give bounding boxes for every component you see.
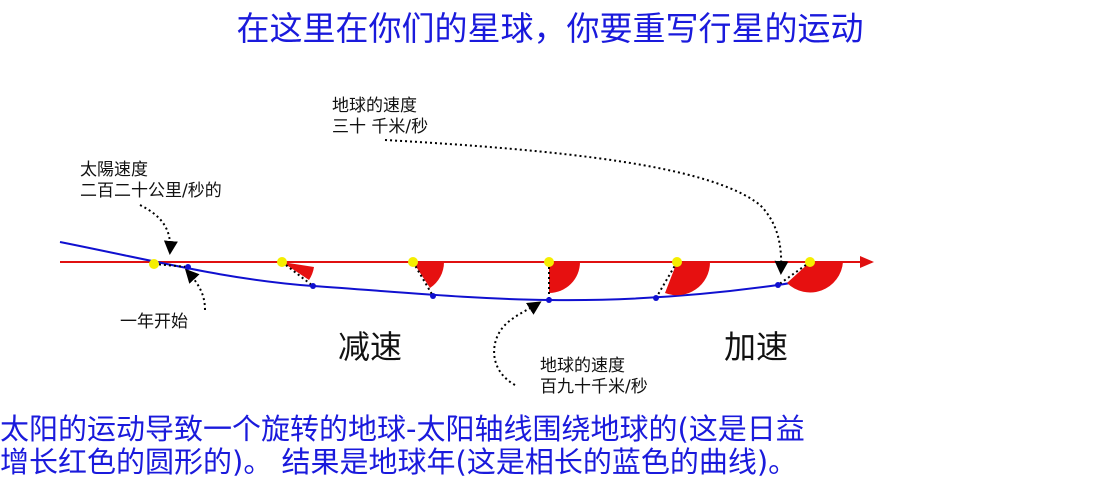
label-sun-speed: 太陽速度 二百二十公里/秒的 <box>80 160 222 201</box>
wedge-4 <box>665 262 711 296</box>
arrow-year-start <box>184 268 206 311</box>
wedge-3 <box>549 262 580 293</box>
sun-2 <box>277 257 287 267</box>
sun-earth-links <box>153 261 811 300</box>
earth-1 <box>185 264 191 270</box>
label-accelerate: 加速 <box>724 328 789 366</box>
page-title: 在这里在你们的星球，你要重写行星的运动 <box>236 9 864 48</box>
label-year-start: 一年开始 <box>120 312 188 332</box>
wedge-5 <box>787 262 843 293</box>
label-decelerate: 减速 <box>338 328 403 366</box>
sun-3 <box>408 257 418 267</box>
arrow-earth-speed-top <box>384 139 789 275</box>
sun-6 <box>805 257 815 267</box>
earth-5 <box>653 295 659 301</box>
label-earth-speed-bottom: 地球的速度 百九十千米/秒 <box>540 356 648 397</box>
earth-4 <box>546 297 552 303</box>
wedge-1 <box>282 262 314 280</box>
earth-3 <box>430 293 436 299</box>
sun-4 <box>544 257 554 267</box>
caption-line-2: 增长红色的圆形的)。 结果是地球年(这是相长的蓝色的曲线)。 <box>0 445 798 479</box>
earth-positions <box>185 264 781 303</box>
sun-1 <box>149 259 159 269</box>
caption-line-1: 太阳的运动导致一个旋转的地球-太阳轴线围绕地球的(这是日益 <box>0 412 805 446</box>
earth-path-curve <box>59 241 839 302</box>
earth-6 <box>775 282 781 288</box>
wedge-2 <box>413 262 445 288</box>
sun-5 <box>672 257 682 267</box>
earth-2 <box>310 283 316 289</box>
arrow-earth-speed-bottom <box>493 301 542 386</box>
arrow-sun-speed <box>139 204 178 255</box>
label-earth-speed-top: 地球的速度 三十 千米/秒 <box>332 96 429 137</box>
sun-positions <box>149 257 815 269</box>
